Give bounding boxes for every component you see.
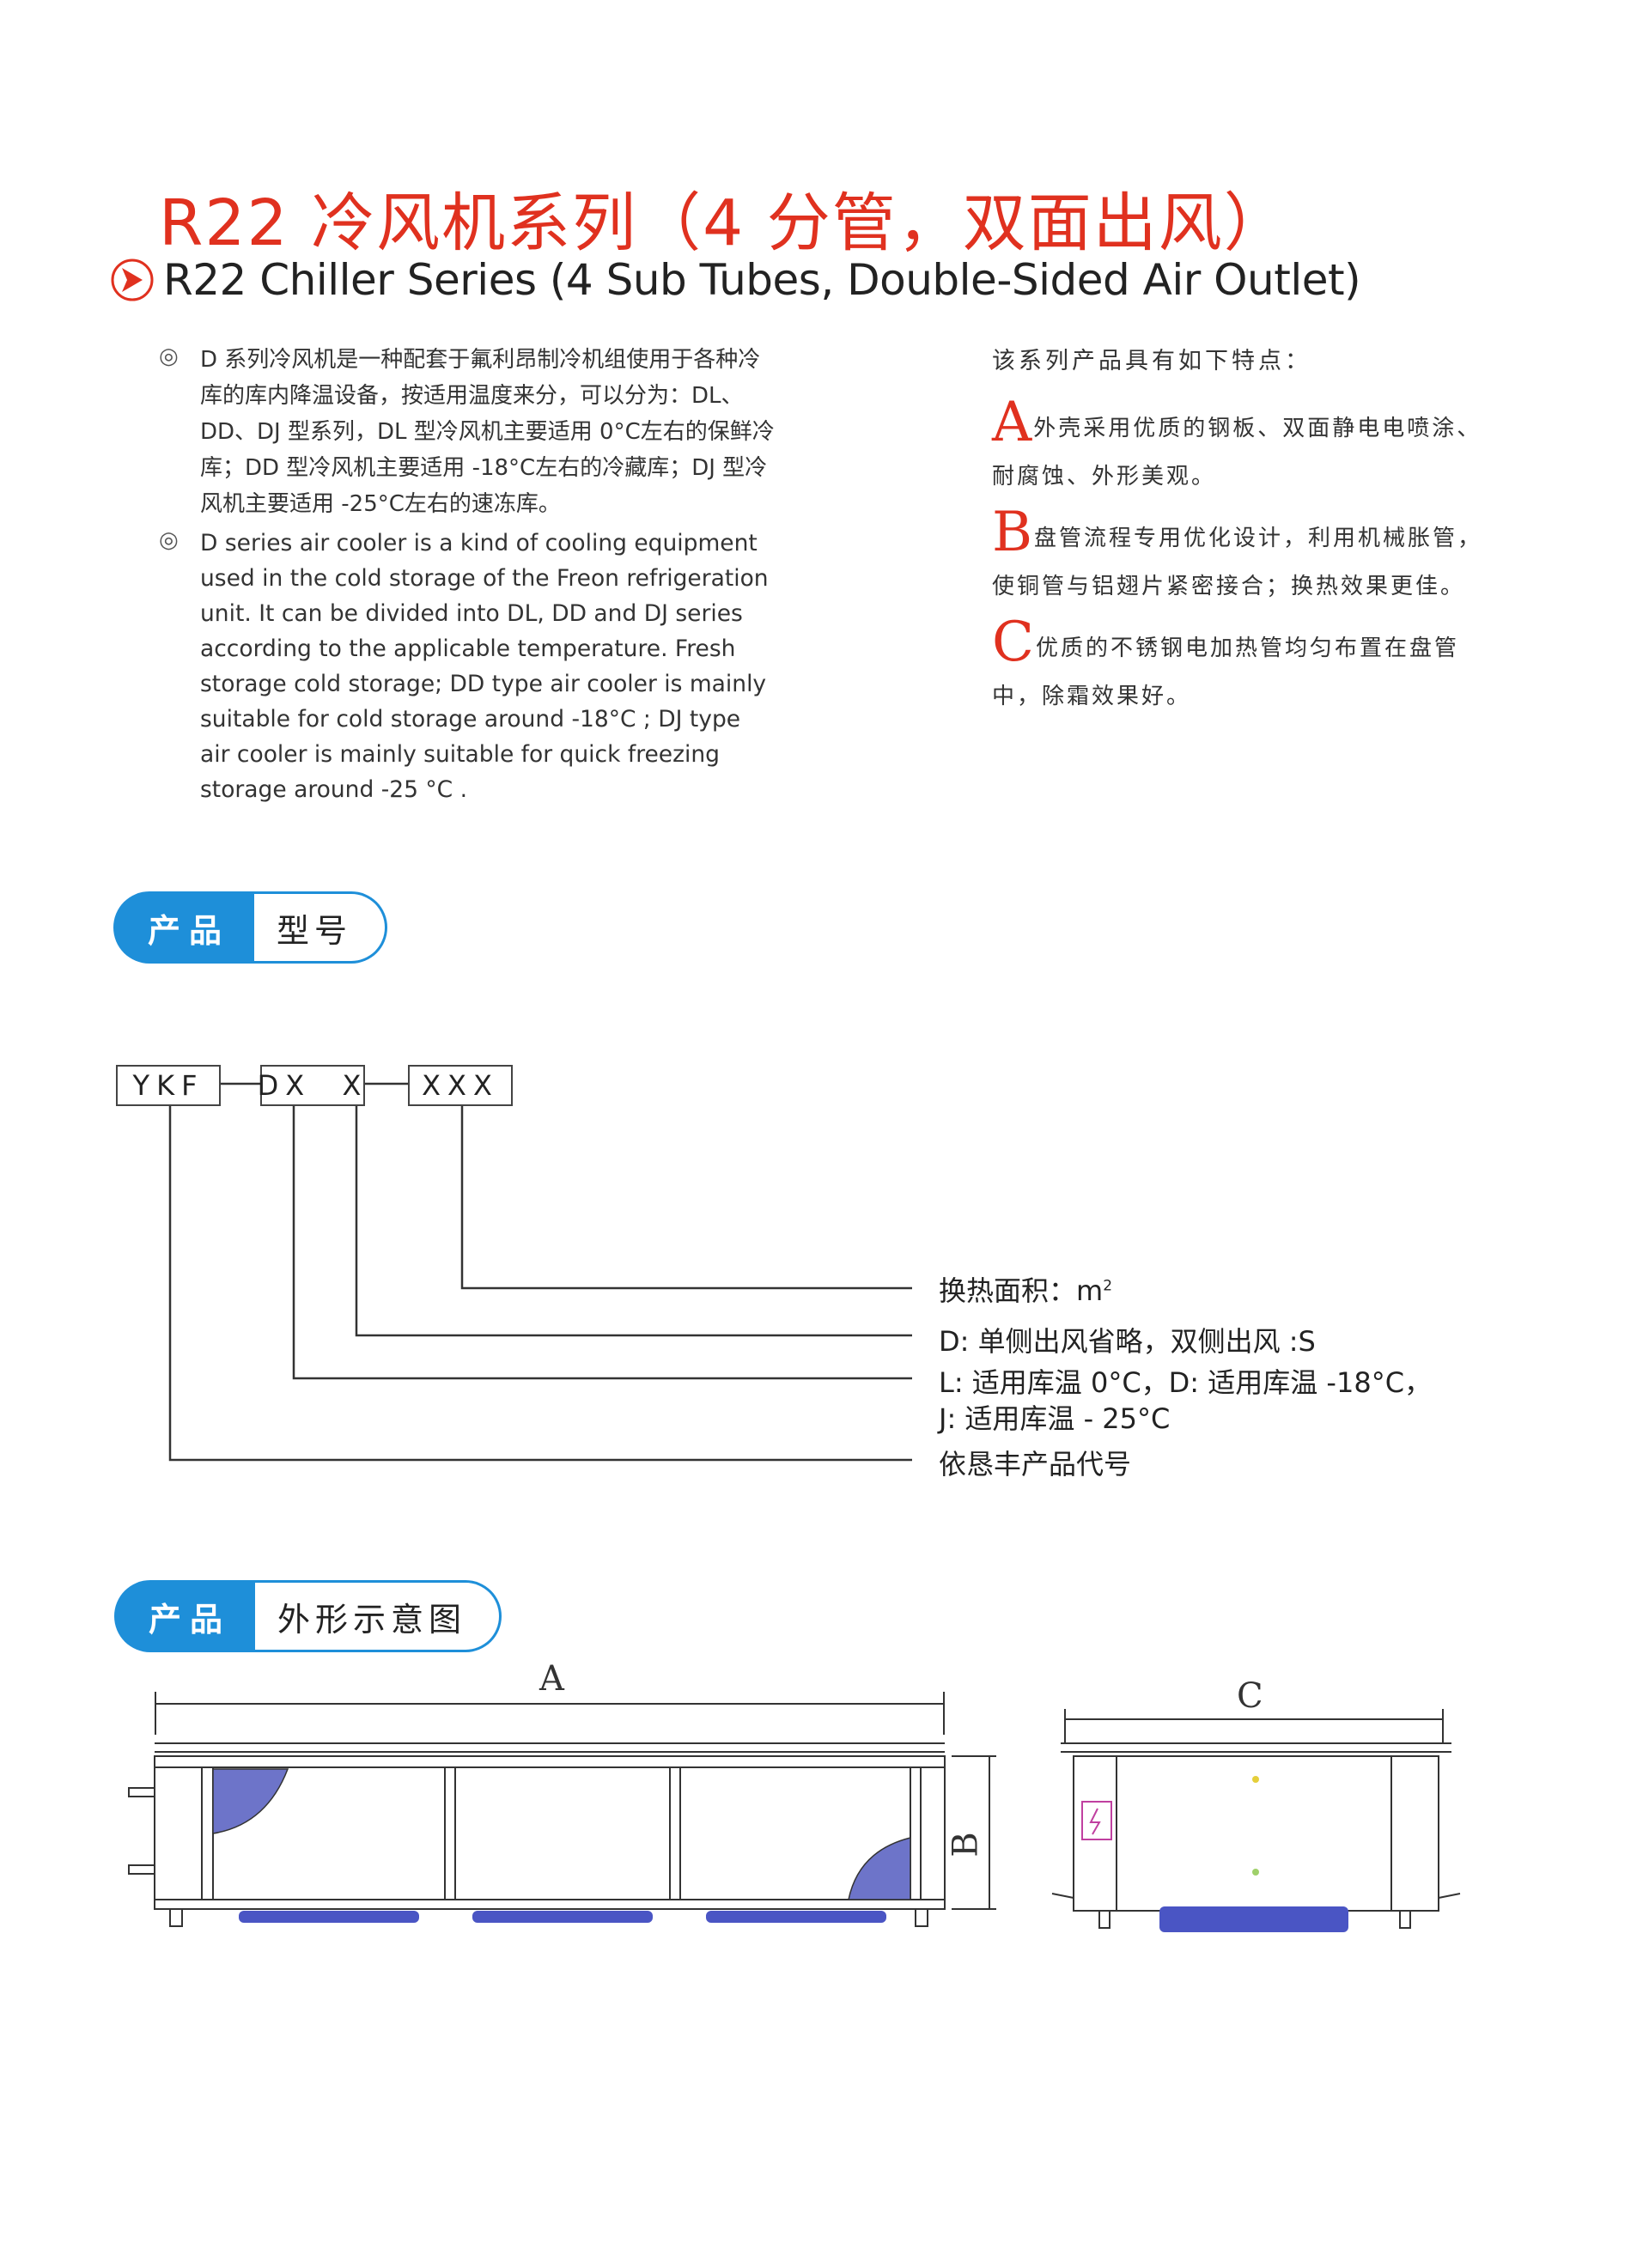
section-header-model-right: 型号 — [254, 891, 388, 964]
feature-a: A外壳采用优质的钢板、双面静电电喷涂、耐腐蚀、外形美观。 — [992, 395, 1486, 501]
dimension-a-label: A — [539, 1659, 564, 1699]
bullet-icon: ◎ — [159, 527, 179, 553]
section-header-model-left: 产品 — [113, 891, 255, 964]
feature-b: B盘管流程专用优化设计，利用机械胀管，使铜管与铝翅片紧密接合；换热效果更佳。 — [992, 505, 1486, 611]
page-title-cn: R22 冷风机系列（4 分管，双面出风） — [159, 186, 1289, 260]
feature-text-a: 外壳采用优质的钢板、双面静电电喷涂、耐腐蚀、外形美观。 — [992, 416, 1482, 489]
feature-text-b: 盘管流程专用优化设计，利用机械胀管，使铜管与铝翅片紧密接合；换热效果更佳。 — [992, 526, 1483, 599]
dimension-b-label: B — [946, 1832, 986, 1858]
legend-temp-line1: L: 适用库温 0°C，D: 适用库温 -18°C， — [939, 1366, 1433, 1399]
model-code-connectors — [168, 1082, 912, 1462]
section-header-outline: 产品 外形示意图 — [114, 1580, 502, 1652]
legend-outlet: D: 单侧出风省略，双侧出风 :S — [939, 1325, 1316, 1358]
dimension-c-label: C — [1237, 1676, 1263, 1716]
description-cn-item: ◎ D 系列冷风机是一种配套于氟利昂制冷机组使用于各种冷库的库内降温设备，按适用… — [159, 342, 777, 522]
legend-area-sup: 2 — [1103, 1277, 1113, 1295]
legend-temp-line2: J: 适用库温 - 25°C — [939, 1402, 1171, 1435]
bullet-icon: ◎ — [159, 344, 179, 369]
feature-letter-c: C — [992, 611, 1034, 674]
description-en: D series air cooler is a kind of cooling… — [200, 530, 769, 803]
description-cn: D 系列冷风机是一种配套于氟利昂制冷机组使用于各种冷库的库内降温设备，按适用温度… — [200, 347, 775, 517]
front-view-drawing — [128, 1692, 996, 1927]
side-view-drawing — [1051, 1709, 1461, 1932]
feature-letter-a: A — [992, 391, 1032, 454]
section-header-model: 产品 型号 — [113, 891, 388, 964]
legend-area: 换热面积：m2 — [939, 1269, 1112, 1309]
page-title-en-row: R22 Chiller Series (4 Sub Tubes, Double-… — [110, 253, 1361, 307]
features-column: 该系列产品具有如下特点： A外壳采用优质的钢板、双面静电电喷涂、耐腐蚀、外形美观… — [992, 342, 1486, 731]
legend-area-text: 换热面积：m — [939, 1274, 1104, 1307]
description-en-item: ◎ D series air cooler is a kind of cooli… — [159, 526, 777, 807]
feature-text-c: 优质的不锈钢电加热管均匀布置在盘管中，除霜效果好。 — [992, 635, 1459, 709]
section-header-outline-right: 外形示意图 — [255, 1580, 502, 1652]
section-header-outline-left: 产品 — [114, 1580, 256, 1652]
model-code-part-series: DX X — [258, 1065, 365, 1106]
feature-letter-b: B — [992, 501, 1033, 564]
description-column: ◎ D 系列冷风机是一种配套于氟利昂制冷机组使用于各种冷库的库内降温设备，按适用… — [159, 342, 777, 807]
feature-c: C优质的不锈钢电加热管均匀布置在盘管中，除霜效果好。 — [992, 615, 1486, 721]
page-title-en: R22 Chiller Series (4 Sub Tubes, Double-… — [163, 255, 1361, 305]
model-code-part-brand: YKF — [116, 1065, 221, 1106]
arrow-right-circle-icon — [111, 258, 154, 301]
model-code-part-area: XXX — [408, 1065, 513, 1106]
features-intro: 该系列产品具有如下特点： — [992, 348, 1311, 374]
legend-brand: 依恳丰产品代号 — [939, 1448, 1132, 1481]
